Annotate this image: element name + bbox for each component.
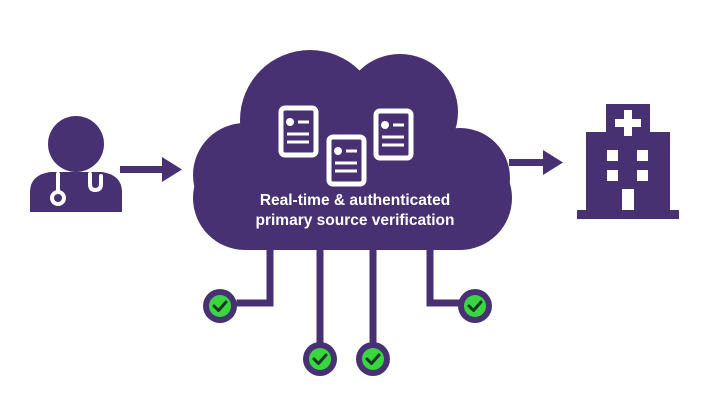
doctor-icon — [30, 116, 122, 212]
check-icon — [303, 342, 337, 376]
check-icon — [458, 289, 492, 323]
check-icon — [203, 289, 237, 323]
document-icon — [278, 105, 319, 158]
document-icon — [373, 108, 414, 161]
arrow-right-icon — [509, 150, 563, 175]
document-icon — [326, 134, 367, 187]
caption-line-2: primary source verification — [255, 212, 455, 229]
hospital-icon — [577, 104, 679, 219]
arrow-right-icon — [120, 157, 182, 182]
connector-lines — [236, 244, 464, 344]
caption-line-1: Real-time & authenticated — [259, 192, 451, 209]
check-icon — [356, 342, 390, 376]
cloud-shape — [193, 50, 512, 250]
